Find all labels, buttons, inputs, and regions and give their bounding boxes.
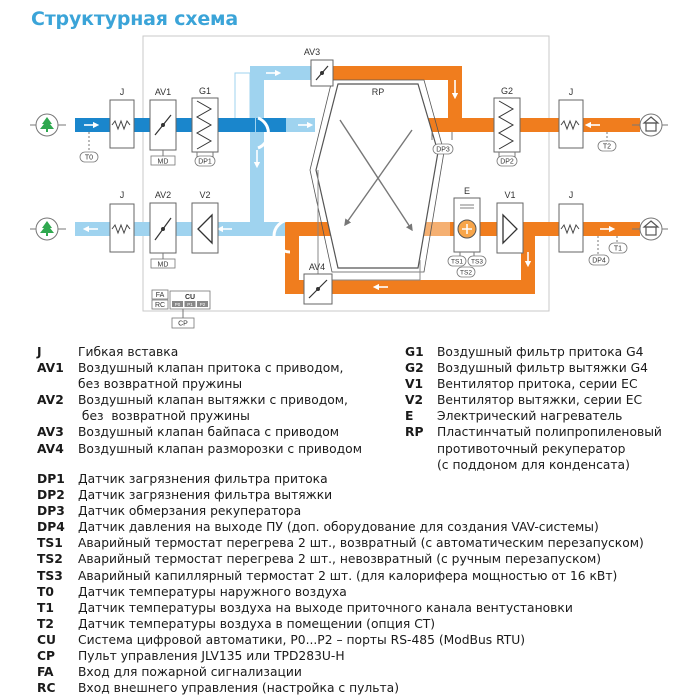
- label-ts2: TS2: [460, 270, 472, 277]
- label-md-bottom: MD: [158, 262, 169, 269]
- sensor-ts1: [447, 255, 467, 267]
- actuator-md-bottom: [150, 258, 176, 269]
- label-fa: FA: [156, 292, 165, 299]
- tree-icon: [30, 113, 66, 137]
- label-t0: T0: [85, 155, 93, 162]
- fan-v1: [496, 202, 524, 254]
- port-p2: [197, 301, 208, 307]
- label-rp: RP: [372, 87, 385, 97]
- label-p1: P1: [187, 302, 193, 307]
- page-title: Структурная схема: [31, 8, 238, 30]
- label-dp2: DP2: [500, 159, 514, 166]
- label-av3: AV3: [304, 47, 320, 57]
- sensor-ts2: [456, 266, 476, 278]
- label-j-bottom: J: [120, 190, 125, 200]
- label-p0: P0: [175, 302, 181, 307]
- supply-outlet-light: [420, 222, 450, 236]
- label-p2: P2: [200, 302, 206, 307]
- filter-g1: [191, 97, 219, 153]
- label-av4: AV4: [309, 262, 325, 272]
- control-panel-cp: [171, 317, 195, 329]
- label-av1: AV1: [155, 87, 171, 97]
- sensor-t2: [597, 140, 617, 152]
- label-g1: G1: [199, 86, 211, 96]
- house-icon: [632, 217, 668, 241]
- sensor-ts3: [467, 255, 487, 267]
- sensor-t1: [608, 242, 628, 254]
- label-v1: V1: [504, 190, 515, 200]
- sensor-dp4: [588, 254, 610, 266]
- label-t2: T2: [603, 144, 611, 151]
- label-ts3: TS3: [471, 259, 483, 266]
- sensor-dp3: [432, 143, 454, 155]
- label-j-right: J: [569, 87, 574, 97]
- label-g2: G2: [501, 86, 513, 96]
- sensor-dp1: [194, 155, 216, 167]
- label-dp3: DP3: [436, 147, 450, 154]
- label-dp1: DP1: [198, 159, 212, 166]
- label-j-bottom-right: J: [569, 190, 574, 200]
- label-rc: RC: [155, 302, 165, 309]
- actuator-md-top: [150, 155, 176, 166]
- filter-g2: [493, 97, 521, 153]
- unit-housing: [142, 35, 550, 312]
- exhaust-vertical-duct: [250, 132, 264, 227]
- tree-icon: [30, 217, 66, 241]
- label-cu: CU: [185, 294, 195, 301]
- supply-bypass-top: [318, 66, 448, 80]
- fan-v2: [191, 202, 219, 254]
- label-av2: AV2: [155, 190, 171, 200]
- exhaust-intake-duct: [410, 118, 640, 132]
- port-p0: [172, 301, 183, 307]
- defrost-vertical-left: [285, 222, 299, 292]
- defrost-bottom-duct: [285, 280, 535, 294]
- bypass-duct: [250, 66, 325, 80]
- label-j: J: [120, 87, 125, 97]
- sensor-t0: [79, 151, 99, 163]
- label-e: E: [464, 186, 470, 196]
- house-icon: [632, 113, 668, 137]
- label-dp4: DP4: [592, 258, 606, 265]
- structural-diagram: RP J AV1 MD G1 DP1 T0 AV3 DP3 G2 DP2 J T…: [30, 35, 668, 329]
- input-rc: [151, 299, 169, 310]
- sensor-dp2: [496, 155, 518, 167]
- label-t1: T1: [614, 246, 622, 253]
- port-p1: [184, 301, 196, 307]
- input-fa: [151, 289, 169, 300]
- label-md: MD: [158, 159, 169, 166]
- label-cp: CP: [178, 321, 188, 328]
- label-v2: V2: [199, 190, 210, 200]
- label-ts1: TS1: [451, 259, 463, 266]
